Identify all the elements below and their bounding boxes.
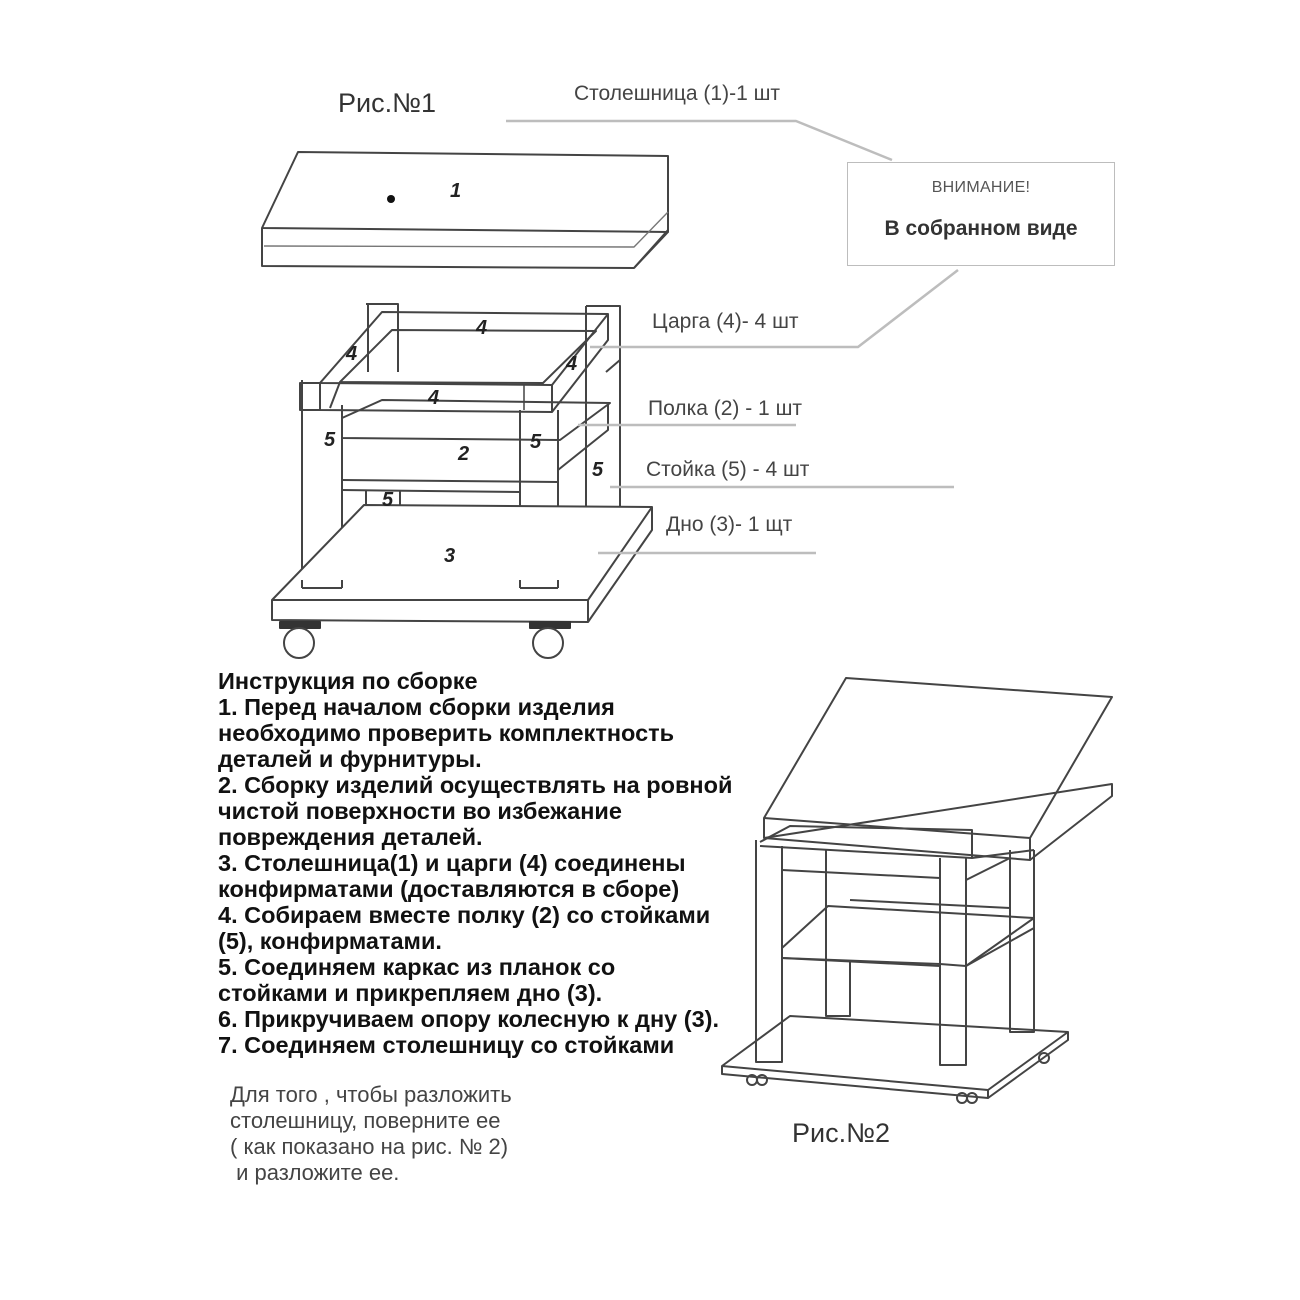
tabletop-part	[261, 151, 669, 269]
part-number-3: 3	[444, 545, 455, 567]
assembled-table-figure	[721, 677, 1113, 1104]
shelf-part	[341, 399, 611, 493]
leader-lines	[506, 119, 959, 555]
label-bottom: Дно (3)- 1 щт	[666, 513, 793, 536]
instruction-line: 2. Сборку изделий осуществлять на ровной	[218, 772, 733, 798]
label-rail: Царга (4)- 4 шт	[652, 310, 799, 333]
part-number-4-front: 4	[427, 387, 439, 409]
figure2-title: Рис.№2	[792, 1118, 891, 1148]
part-number-2: 2	[457, 443, 469, 465]
note-line: и разложите ее.	[230, 1160, 400, 1185]
notice-box: ВНИМАНИЕ! В собранном виде	[847, 162, 1115, 266]
instruction-line: деталей и фурнитуры.	[218, 746, 482, 772]
bottom-part	[271, 504, 653, 623]
instructions-heading: Инструкция по сборке	[218, 668, 478, 694]
note-line: столешницу, поверните ее	[230, 1108, 501, 1133]
instruction-line: (5), конфирматами.	[218, 928, 442, 954]
part-number-5-back-left: 5	[382, 489, 394, 511]
assembly-instructions: Инструкция по сборке 1. Перед началом сб…	[218, 668, 778, 1058]
figure1-title: Рис.№1	[338, 88, 437, 118]
note-line: Для того , чтобы разложить	[230, 1082, 512, 1107]
instruction-line: стойками и прикрепляем дно (3).	[218, 980, 603, 1006]
instruction-line: конфирматами (доставляются в сборе)	[218, 876, 680, 902]
label-post: Стойка (5) - 4 шт	[646, 458, 810, 481]
rail-frame	[299, 303, 621, 413]
instruction-line: чистой поверхности во избежание	[218, 798, 622, 824]
instruction-line: 3. Столешница(1) и царги (4) соединены	[218, 850, 686, 876]
instruction-line: необходимо проверить комплектность	[218, 720, 675, 746]
instruction-line: 5. Соединяем каркас из планок со	[218, 954, 616, 980]
instruction-line: 7. Соединяем столешницу со стойками	[218, 1032, 675, 1058]
part-number-4-back: 4	[475, 317, 487, 339]
instruction-line: повреждения деталей.	[218, 824, 483, 850]
note-line: ( как показано на рис. № 2)	[230, 1134, 509, 1159]
part-number-4-right: 4	[565, 353, 577, 375]
part-number-5-front-right: 5	[530, 431, 542, 453]
part-number-5-front-left: 5	[324, 429, 336, 451]
label-shelf: Полка (2) - 1 шт	[648, 397, 803, 420]
wheels	[279, 621, 571, 659]
unfold-note: Для того , чтобы разложить столешницу, п…	[230, 1082, 512, 1186]
part-number-5-back-right: 5	[592, 459, 604, 481]
label-tabletop: Столешница (1)-1 шт	[574, 82, 781, 105]
notice-title: ВНИМАНИЕ!	[931, 179, 1031, 196]
instruction-line: 1. Перед началом сборки изделия	[218, 694, 615, 720]
instruction-line: 6. Прикручиваем опору колесную к дну (3)…	[218, 1006, 719, 1032]
part-number-1: 1	[450, 180, 461, 202]
part-number-4-left: 4	[345, 343, 357, 365]
notice-body: В собранном виде	[884, 217, 1078, 240]
instruction-line: 4. Собираем вместе полку (2) со стойками	[218, 902, 711, 928]
